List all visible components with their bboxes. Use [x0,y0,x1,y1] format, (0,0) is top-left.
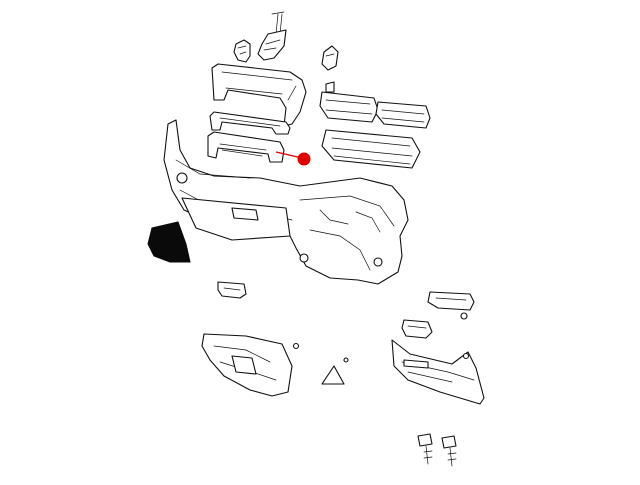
switch-module [401,319,433,339]
air-vent-upper-right [375,101,431,129]
glove-box [391,339,485,405]
bezel-bracket [207,131,285,163]
bolt-left [417,433,433,465]
panel-lower-door [181,197,291,241]
bracket-right [427,291,475,320]
triangle-bracket [321,357,349,385]
clip-mid-left [217,281,247,299]
bolt-right [441,435,457,467]
callout-marker-dot [297,152,311,166]
clip-top-right [321,45,339,71]
bracket-upper [209,111,291,135]
clip-top-left [233,39,251,63]
dark-trim-panel [147,221,191,263]
wiring-connector [257,11,287,61]
air-vent-center [321,129,421,169]
callout-leader [275,151,311,166]
air-vent-upper-left [319,81,379,123]
lower-knee-panel [201,333,300,397]
